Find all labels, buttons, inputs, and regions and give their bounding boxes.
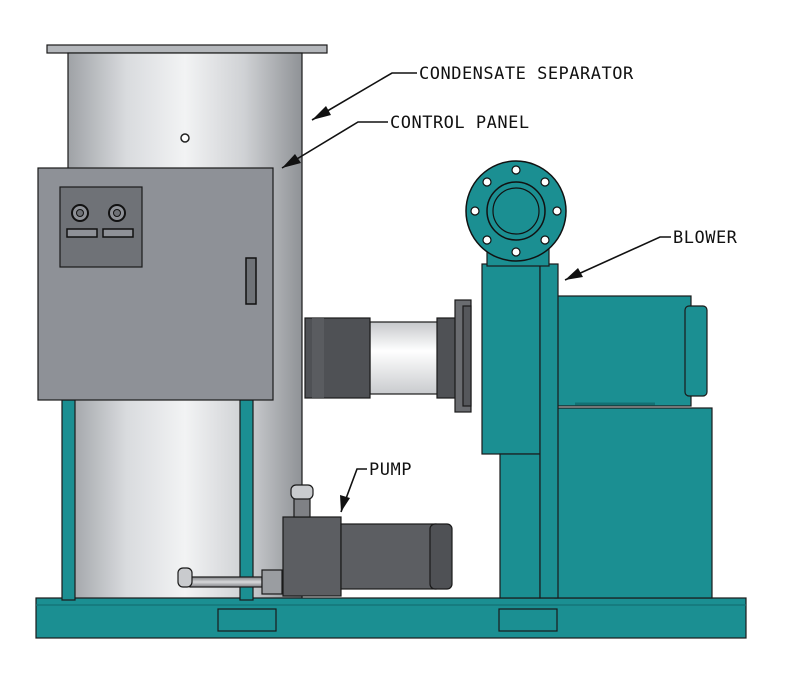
blower-housing-front <box>481 263 541 455</box>
blower-motor-endcap <box>684 305 708 397</box>
panel-door-handle <box>245 257 257 305</box>
panel-control-plate <box>59 186 143 268</box>
blower-flange-bolts <box>470 165 562 257</box>
inlet-pipe-clear-section <box>369 321 441 395</box>
pump-suction-line <box>189 576 263 588</box>
label-blower: BLOWER <box>673 228 738 248</box>
control-panel <box>37 167 274 401</box>
drain-elbow <box>177 567 193 588</box>
panel-indicator-right <box>102 228 134 238</box>
separator-port <box>180 133 190 143</box>
separator-top-flange <box>46 44 328 54</box>
skid-frame <box>35 597 747 639</box>
leader-blower <box>564 236 671 281</box>
label-control-panel: CONTROL PANEL <box>390 113 530 133</box>
pump-inlet-fitting <box>261 569 283 595</box>
pump-discharge-elbow <box>290 484 314 500</box>
pump-head <box>282 516 342 597</box>
blower-motor <box>554 295 692 407</box>
blower-housing-lower <box>499 453 541 599</box>
blower-outlet-bore <box>492 187 540 235</box>
blower <box>465 160 713 599</box>
panel-indicator-left <box>66 228 98 238</box>
panel-leg-right <box>239 399 254 601</box>
blower-housing-side <box>539 263 559 599</box>
panel-leg-left <box>61 399 76 601</box>
skid-slot-left <box>217 608 277 632</box>
skid-slot-right <box>498 608 558 632</box>
base-skid <box>35 597 747 639</box>
leader-condensate-separator <box>311 72 417 121</box>
label-pump: PUMP <box>369 460 412 480</box>
blower-base <box>554 407 713 599</box>
pump-motor-endcap <box>429 523 453 590</box>
inlet-coupling-right <box>436 317 458 399</box>
leader-control-panel <box>281 121 388 169</box>
inlet-pipe <box>304 299 472 413</box>
pump-motor <box>340 523 437 590</box>
pump <box>177 484 453 597</box>
leader-lines <box>281 72 671 513</box>
label-condensate-separator: CONDENSATE SEPARATOR <box>419 64 634 84</box>
